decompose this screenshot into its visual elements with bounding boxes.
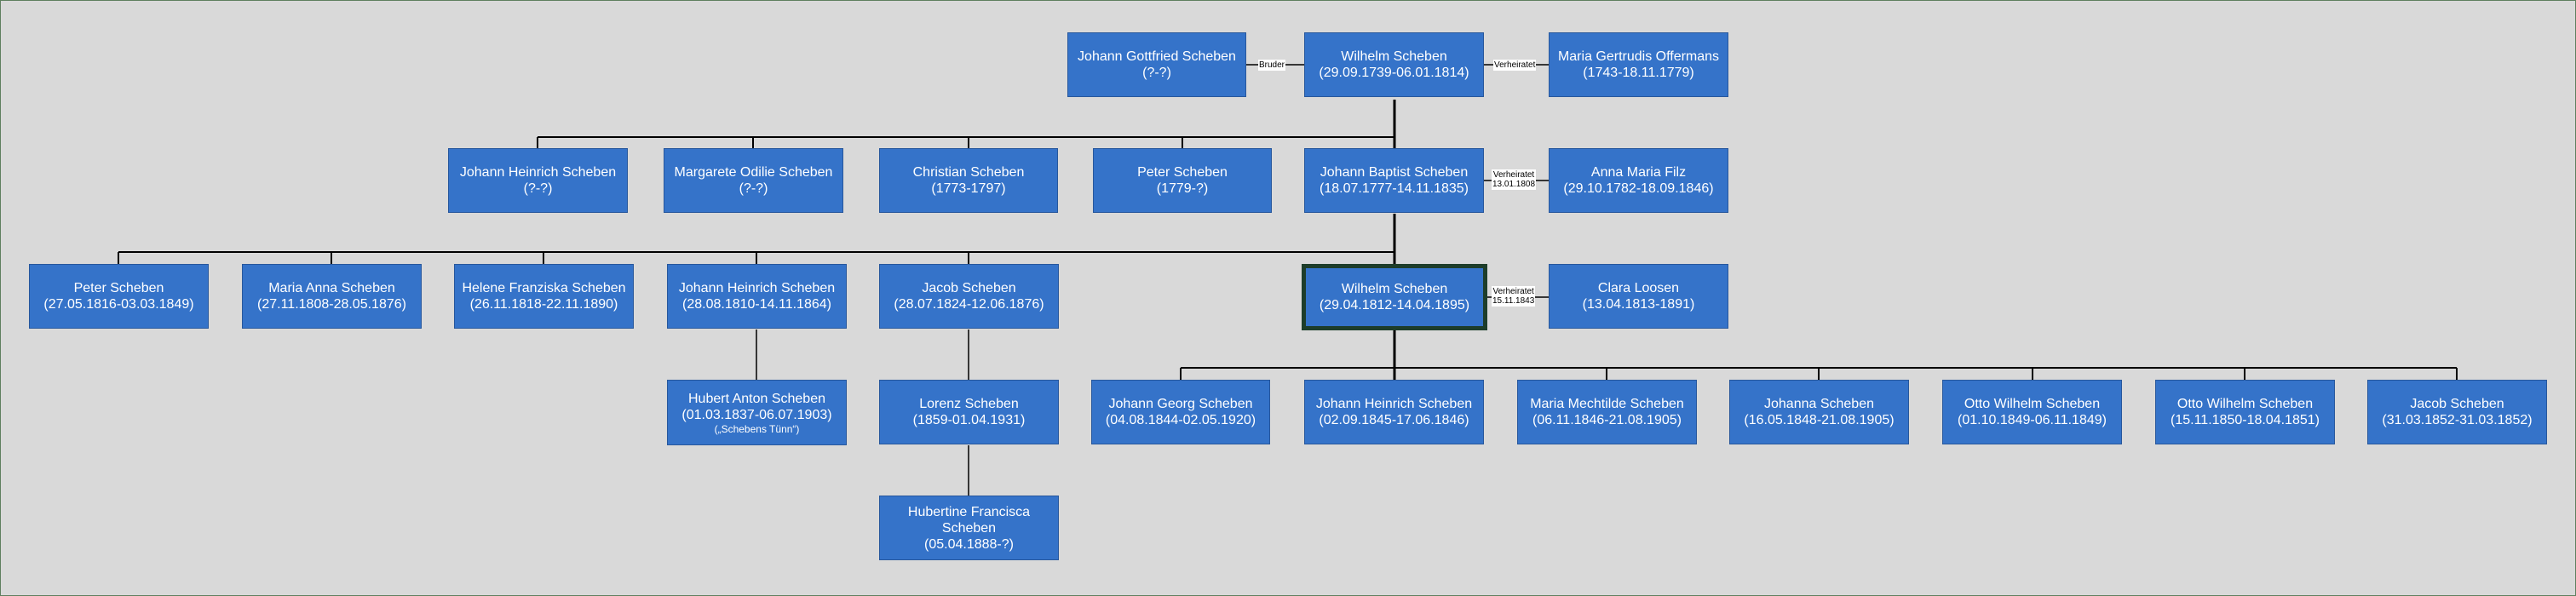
person-dates: (1773-1797) xyxy=(931,181,1006,196)
person-box-maria-mechtilde-scheben[interactable]: Maria Mechtilde Scheben (06.11.1846-21.0… xyxy=(1517,380,1697,444)
person-box-anna-maria-filz[interactable]: Anna Maria Filz (29.10.1782-18.09.1846) xyxy=(1549,148,1728,213)
person-name: Hubertine Francisca Scheben xyxy=(907,504,1031,536)
person-dates: (18.07.1777-14.11.1835) xyxy=(1320,181,1469,196)
person-dates: (1779-?) xyxy=(1156,181,1209,196)
person-name: Hubert Anton Scheben xyxy=(687,391,825,406)
person-box-johann-baptist-scheben[interactable]: Johann Baptist Scheben (18.07.1777-14.11… xyxy=(1304,148,1484,213)
person-dates: (02.09.1845-17.06.1846) xyxy=(1319,413,1469,427)
person-name: Johann Heinrich Scheben xyxy=(1315,397,1473,411)
person-name: Wilhelm Scheben xyxy=(1341,282,1448,296)
person-dates: (28.08.1810-14.11.1864) xyxy=(682,297,831,312)
person-dates: (15.11.1850-18.04.1851) xyxy=(2171,413,2320,427)
person-name: Peter Scheben xyxy=(1137,165,1228,180)
person-dates: (29.09.1739-06.01.1814) xyxy=(1319,66,1469,80)
person-dates: (13.04.1813-1891) xyxy=(1582,297,1695,312)
person-name: Maria Anna Scheben xyxy=(268,281,395,295)
person-name: Jacob Scheben xyxy=(2410,397,2504,411)
person-box-jacob-scheben-1824[interactable]: Jacob Scheben (28.07.1824-12.06.1876) xyxy=(879,264,1059,329)
relation-label-verheiratet-1843: Verheiratet 15.11.1843 xyxy=(1492,286,1536,307)
person-name: Johann Heinrich Scheben xyxy=(678,281,836,295)
person-dates: (16.05.1848-21.08.1905) xyxy=(1744,413,1895,427)
person-dates: (01.10.1849-06.11.1849) xyxy=(1958,413,2107,427)
person-name: Maria Mechtilde Scheben xyxy=(1530,397,1684,411)
person-box-peter-scheben-1816[interactable]: Peter Scheben (27.05.1816-03.03.1849) xyxy=(29,264,209,329)
person-name: Jacob Scheben xyxy=(922,281,1016,295)
person-name: Christian Scheben xyxy=(912,165,1025,180)
person-box-otto-wilhelm-scheben-1849[interactable]: Otto Wilhelm Scheben (01.10.1849-06.11.1… xyxy=(1942,380,2122,444)
person-dates: (04.08.1844-02.05.1920) xyxy=(1105,413,1256,427)
person-name: Lorenz Scheben xyxy=(919,397,1019,411)
person-box-wilhelm-scheben-1812-focus[interactable]: Wilhelm Scheben (29.04.1812-14.04.1895) xyxy=(1302,264,1487,330)
person-box-maria-gertrudis-offermans[interactable]: Maria Gertrudis Offermans (1743-18.11.17… xyxy=(1549,32,1728,97)
person-name: Maria Gertrudis Offermans xyxy=(1557,49,1720,64)
person-name: Wilhelm Scheben xyxy=(1341,49,1447,64)
person-box-hubert-anton-scheben[interactable]: Hubert Anton Scheben (01.03.1837-06.07.1… xyxy=(667,380,847,445)
person-name: Otto Wilhelm Scheben xyxy=(2176,397,2314,411)
person-dates: (?-?) xyxy=(739,181,768,196)
person-box-maria-anna-scheben[interactable]: Maria Anna Scheben (27.11.1808-28.05.187… xyxy=(242,264,422,329)
person-box-johann-heinrich-scheben[interactable]: Johann Heinrich Scheben (?-?) xyxy=(448,148,628,213)
person-name: Johanna Scheben xyxy=(1764,397,1874,411)
person-dates: (28.07.1824-12.06.1876) xyxy=(894,297,1044,312)
person-dates: (29.10.1782-18.09.1846) xyxy=(1563,181,1714,196)
person-box-clara-loosen[interactable]: Clara Loosen (13.04.1813-1891) xyxy=(1549,264,1728,329)
person-dates: (31.03.1852-31.03.1852) xyxy=(2382,413,2533,427)
person-box-johann-heinrich-scheben-1845[interactable]: Johann Heinrich Scheben (02.09.1845-17.0… xyxy=(1304,380,1484,444)
person-box-lorenz-scheben[interactable]: Lorenz Scheben (1859-01.04.1931) xyxy=(879,380,1059,444)
person-dates: (01.03.1837-06.07.1903) xyxy=(681,407,832,422)
person-dates: (?-?) xyxy=(1142,66,1171,80)
person-dates: (05.04.1888-?) xyxy=(924,536,1014,552)
person-name: Otto Wilhelm Scheben xyxy=(1964,397,2101,411)
person-name: Anna Maria Filz xyxy=(1590,165,1687,180)
person-box-peter-scheben-1779[interactable]: Peter Scheben (1779-?) xyxy=(1093,148,1272,213)
person-name: Margarete Odilie Scheben xyxy=(674,165,833,180)
person-dates: (06.11.1846-21.08.1905) xyxy=(1532,413,1682,427)
person-box-otto-wilhelm-scheben-1850[interactable]: Otto Wilhelm Scheben (15.11.1850-18.04.1… xyxy=(2155,380,2335,444)
person-box-wilhelm-scheben-1739[interactable]: Wilhelm Scheben (29.09.1739-06.01.1814) xyxy=(1304,32,1484,97)
person-box-johanna-scheben[interactable]: Johanna Scheben (16.05.1848-21.08.1905) xyxy=(1729,380,1909,444)
person-dates: (27.05.1816-03.03.1849) xyxy=(43,297,194,312)
person-box-johann-georg-scheben[interactable]: Johann Georg Scheben (04.08.1844-02.05.1… xyxy=(1091,380,1270,444)
person-box-helene-franziska-scheben[interactable]: Helene Franziska Scheben (26.11.1818-22.… xyxy=(454,264,634,329)
person-dates: (?-?) xyxy=(523,181,553,196)
person-note: („Schebens Tünn“) xyxy=(714,422,800,435)
person-name: Helene Franziska Scheben xyxy=(462,281,626,295)
person-dates: (26.11.1818-22.11.1890) xyxy=(469,297,618,312)
relation-label-bruder: Bruder xyxy=(1258,60,1286,71)
person-dates: (27.11.1808-28.05.1876) xyxy=(257,297,406,312)
person-dates: (29.04.1812-14.04.1895) xyxy=(1319,298,1470,312)
person-name: Johann Gottfried Scheben xyxy=(1078,49,1236,64)
person-box-johann-heinrich-scheben-1810[interactable]: Johann Heinrich Scheben (28.08.1810-14.1… xyxy=(667,264,847,329)
person-dates: (1859-01.04.1931) xyxy=(912,413,1026,427)
person-name: Clara Loosen xyxy=(1597,281,1680,295)
person-box-christian-scheben[interactable]: Christian Scheben (1773-1797) xyxy=(879,148,1058,213)
person-box-margarete-odilie-scheben[interactable]: Margarete Odilie Scheben (?-?) xyxy=(664,148,843,213)
person-dates: (1743-18.11.1779) xyxy=(1583,66,1694,80)
person-box-hubertine-francisca-scheben[interactable]: Hubertine Francisca Scheben (05.04.1888-… xyxy=(879,496,1059,560)
person-name: Johann Georg Scheben xyxy=(1108,397,1253,411)
person-name: Johann Baptist Scheben xyxy=(1320,165,1469,180)
relation-label-verheiratet-1808: Verheiratet 13.01.1808 xyxy=(1492,169,1537,190)
person-box-jacob-scheben-1852[interactable]: Jacob Scheben (31.03.1852-31.03.1852) xyxy=(2367,380,2547,444)
person-name: Johann Heinrich Scheben xyxy=(459,165,617,180)
relation-label-verheiratet: Verheiratet xyxy=(1493,60,1537,71)
person-name: Peter Scheben xyxy=(73,281,164,295)
person-box-johann-gottfried-scheben[interactable]: Johann Gottfried Scheben (?-?) xyxy=(1067,32,1246,97)
